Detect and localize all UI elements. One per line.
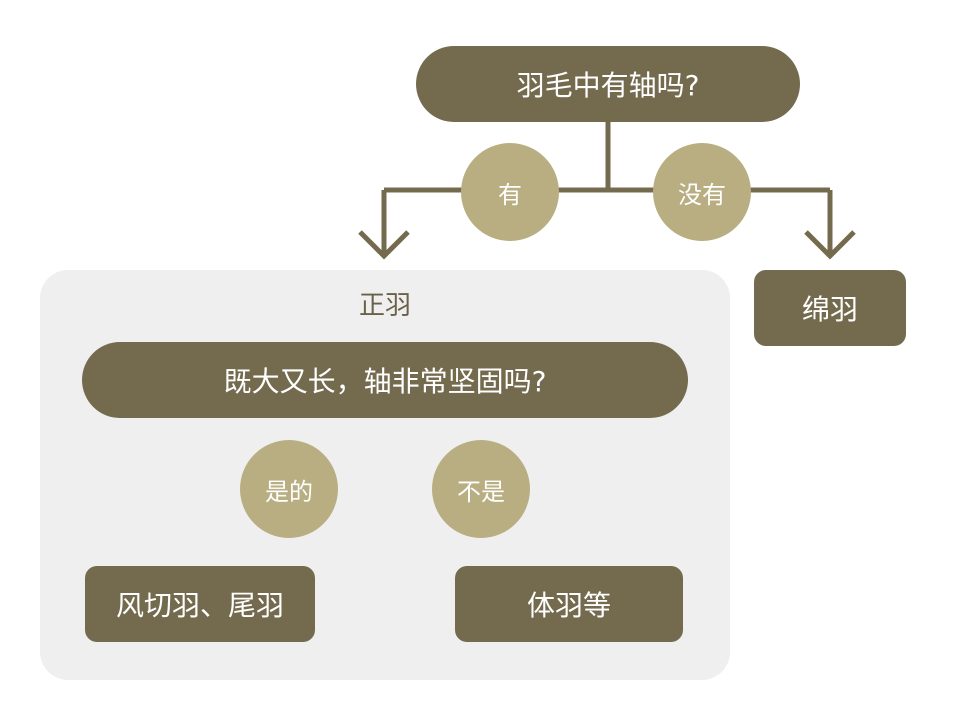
question-node-sub: 既大又长，轴非常坚固吗? bbox=[82, 342, 688, 418]
arrowhead-main-left bbox=[358, 230, 410, 260]
result-node-body-feathers: 体羽等 bbox=[455, 566, 683, 642]
branch-label-sub-yes: 是的 bbox=[240, 440, 338, 538]
arrowhead-main-right bbox=[804, 230, 856, 260]
branch-label-sub-no: 不是 bbox=[432, 440, 530, 538]
group-title: 正羽 bbox=[358, 291, 411, 321]
result-node-flight-tail-feathers: 风切羽、尾羽 bbox=[85, 566, 315, 642]
result-node-down-feather: 绵羽 bbox=[754, 270, 906, 346]
branch-label-main-yes: 有 bbox=[461, 143, 559, 241]
branch-label-main-no: 没有 bbox=[653, 143, 751, 241]
question-node-main: 羽毛中有轴吗? bbox=[416, 46, 800, 122]
